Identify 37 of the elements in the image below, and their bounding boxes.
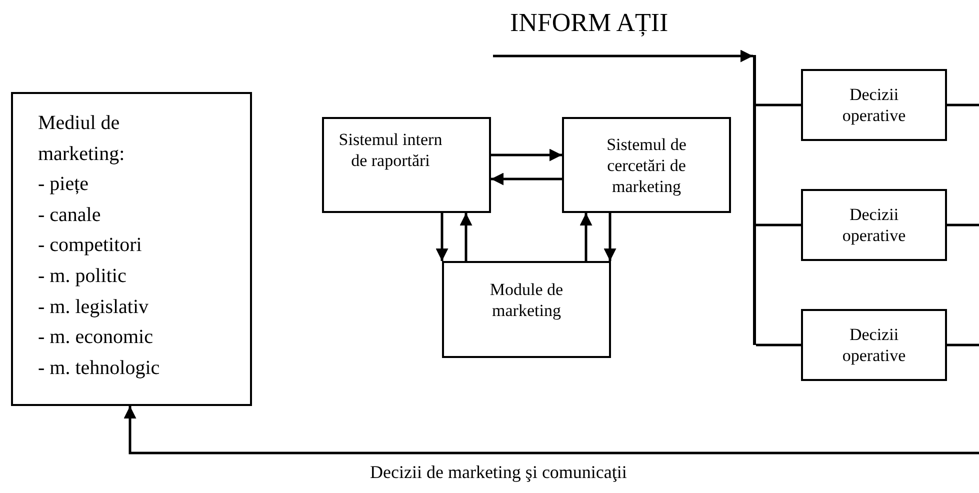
connector-line <box>947 344 979 346</box>
process-box <box>801 309 947 381</box>
process-box <box>442 261 611 358</box>
arrow <box>491 148 562 162</box>
list-item: - piețe <box>38 172 89 198</box>
box-heading: Mediul de marketing: <box>38 111 126 167</box>
process-box <box>801 189 947 261</box>
heading-label: INFORM AȚII <box>510 8 668 38</box>
connector-line <box>756 224 801 226</box>
arrow <box>604 213 616 261</box>
connector-line <box>756 344 801 346</box>
connector-line <box>947 224 979 226</box>
list-item: - competitori <box>38 233 142 258</box>
list-item: - m. legislativ <box>38 294 149 320</box>
arrow <box>124 406 979 454</box>
box-label: Decizii operative <box>841 204 907 246</box>
arrow <box>493 50 753 62</box>
box-label: Sistemul de cercetări de marketing <box>606 134 688 196</box>
box-label: Decizii operative <box>841 324 907 366</box>
arrow <box>491 172 562 186</box>
junction-bar <box>753 55 756 345</box>
list-item: - m. economic <box>38 325 153 350</box>
list-item: - m. politic <box>38 264 126 289</box>
arrow <box>580 213 592 261</box>
box-label: Decizii operative <box>841 84 907 126</box>
box-label: Sistemul intern de raportări <box>338 129 444 171</box>
arrow <box>460 213 472 261</box>
connector-line <box>756 104 801 106</box>
arrow <box>436 213 448 261</box>
list-item: - m. tehnologic <box>38 356 160 381</box>
box-label: Module de marketing <box>489 278 564 320</box>
process-box <box>11 92 252 406</box>
list-item: - canale <box>38 202 101 228</box>
process-box <box>562 117 731 213</box>
process-box <box>322 117 491 213</box>
process-box <box>801 69 947 141</box>
connector-line <box>947 104 979 106</box>
